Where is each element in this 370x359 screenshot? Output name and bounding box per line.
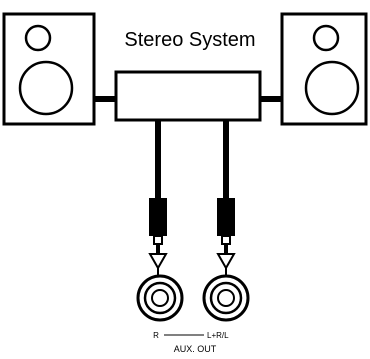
jack-label-r: R [153, 331, 159, 340]
speaker-wires [94, 96, 282, 102]
jack-label-l-r-l: L+R/L [207, 331, 229, 340]
diagram-title: Stereo System [124, 29, 255, 51]
left-rca-jack-icon [136, 274, 184, 322]
left-phone-plug-icon [148, 198, 168, 276]
stereo-unit-box [114, 70, 262, 122]
right-speaker-icon [280, 12, 368, 126]
aux-out-label: AUX. OUT [174, 344, 217, 354]
right-audio-cable [223, 120, 229, 198]
left-speaker-icon [2, 12, 96, 126]
right-phone-plug-icon [216, 198, 236, 276]
right-rca-jack-icon [202, 274, 250, 322]
left-audio-cable [155, 120, 161, 198]
